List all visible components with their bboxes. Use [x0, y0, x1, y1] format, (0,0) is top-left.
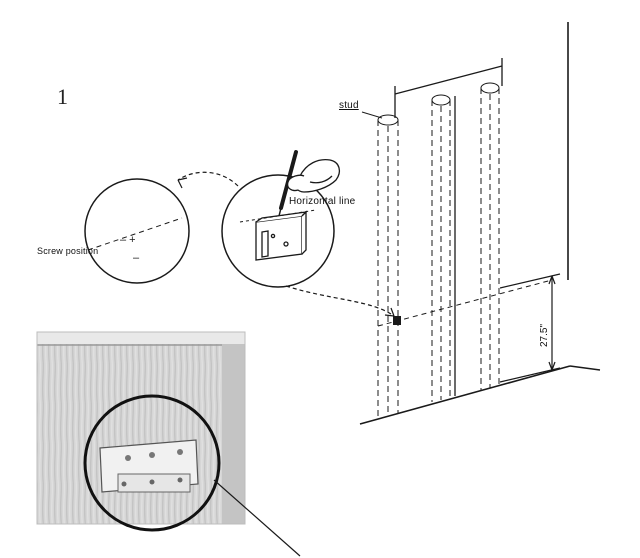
screw-position-label: Screw position: [37, 246, 99, 256]
screw-mark-lower: –: [133, 252, 140, 264]
width-dimension: [394, 58, 503, 118]
photo-highlight-circle: [83, 394, 221, 532]
pencil-in-hand-icon: [278, 150, 341, 217]
photo-leader-line: [213, 479, 301, 557]
zoom-circle-screw-position: – + –: [84, 178, 190, 284]
stud-2: [431, 94, 456, 402]
photo-bracket: [99, 439, 199, 493]
stud-1: [377, 114, 399, 418]
zoom-circle-marking: [221, 150, 341, 288]
curved-arrow-icon: [177, 171, 395, 317]
screw-mark-upper: – +: [120, 234, 136, 246]
stud-3: [480, 82, 500, 390]
wall-bracket-mark: [393, 316, 401, 325]
horizontal-line-label: Horizontal line: [289, 196, 356, 207]
horizontal-line-mark: [239, 209, 317, 223]
stud-label: stud: [339, 100, 359, 111]
step-number: 1: [57, 84, 68, 109]
wall-outline: [359, 22, 601, 425]
bracket-icon: [255, 210, 308, 261]
stud-leader-line: [361, 111, 383, 119]
horizontal-mark-line: [377, 279, 553, 327]
height-dimension: [499, 273, 561, 383]
photo-inset: [37, 332, 245, 524]
height-dimension-label: 27.5": [539, 323, 551, 348]
